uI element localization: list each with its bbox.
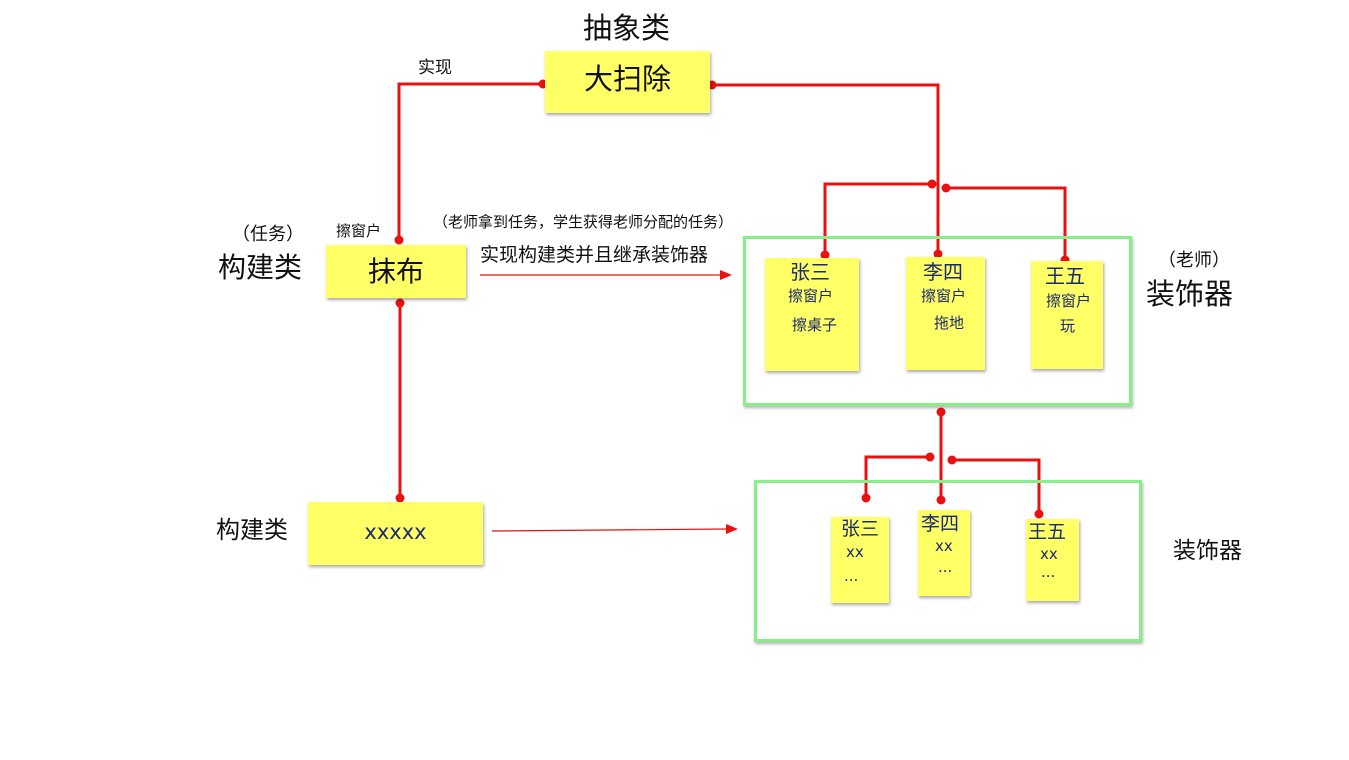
student-name: 王五 [1045,264,1085,288]
student-task: xx [1040,545,1058,563]
student-task: ... [938,558,953,576]
student-task: 擦桌子 [792,316,838,334]
decorator2-student-1: 张三 xx ... [831,517,889,603]
student-name: 张三 [790,260,830,284]
decorator1-frame [743,236,1132,406]
student-task: xx [846,543,864,561]
builder1-box-label: 抹布 [367,255,424,288]
link-label-implement: 实现 [418,58,452,78]
decorator1-header: 装饰器 [1146,277,1234,311]
student-task: ... [844,567,859,585]
decorator1-paren: （老师） [1158,250,1230,271]
connector-decorator2-branch-left [864,455,930,498]
link-label-clean-window: 擦窗户 [336,222,382,240]
connector-abstract-decorator [712,83,940,254]
decorator2-student-2: 李四 xx ... [918,510,970,596]
student-name: 张三 [841,518,880,540]
builder1-header: 构建类 [218,251,303,284]
arrow-builder2-decorator2 [491,528,729,532]
builder1-paren: （任务） [232,224,304,245]
builder2-box: xxxxx [308,502,483,565]
student-task: 拖地 [934,314,965,332]
decorator2-header: 装饰器 [1173,538,1242,564]
student-name: 王五 [1028,521,1067,543]
abstract-box-label: 大扫除 [583,62,671,96]
decorator2-frame [754,480,1142,642]
student-task: 擦窗户 [1046,292,1092,310]
decorator1-student-1: 张三 擦窗户 擦桌子 [765,258,859,371]
connector-abstract-builder [397,82,543,240]
decorator2-student-3: 王五 xx ... [1026,519,1079,601]
student-task: 擦窗户 [921,287,967,305]
student-task: 玩 [1060,317,1076,335]
arrow1-label: 实现构建类并且继承装饰器 [480,244,709,266]
abstract-box: 大扫除 [545,51,710,113]
connector-decorator-branch-left [823,182,932,255]
student-task: 擦窗户 [788,287,834,305]
decorator1-student-3: 王五 擦窗户 玩 [1031,261,1103,369]
connector-decorator2-branch-right [952,458,1041,514]
student-task: ... [1041,563,1056,581]
decorator1-student-2: 李四 擦窗户 拖地 [906,257,985,370]
student-name: 李四 [921,513,960,535]
abstract-header: 抽象类 [583,11,671,45]
student-task: xx [935,537,953,555]
builder1-box: 抹布 [326,245,466,298]
builder2-header: 构建类 [216,516,288,544]
student-name: 李四 [923,260,963,284]
assignment-note: （老师拿到任务，学生获得老师分配的任务） [433,213,734,231]
builder2-box-label: xxxxx [364,520,427,544]
